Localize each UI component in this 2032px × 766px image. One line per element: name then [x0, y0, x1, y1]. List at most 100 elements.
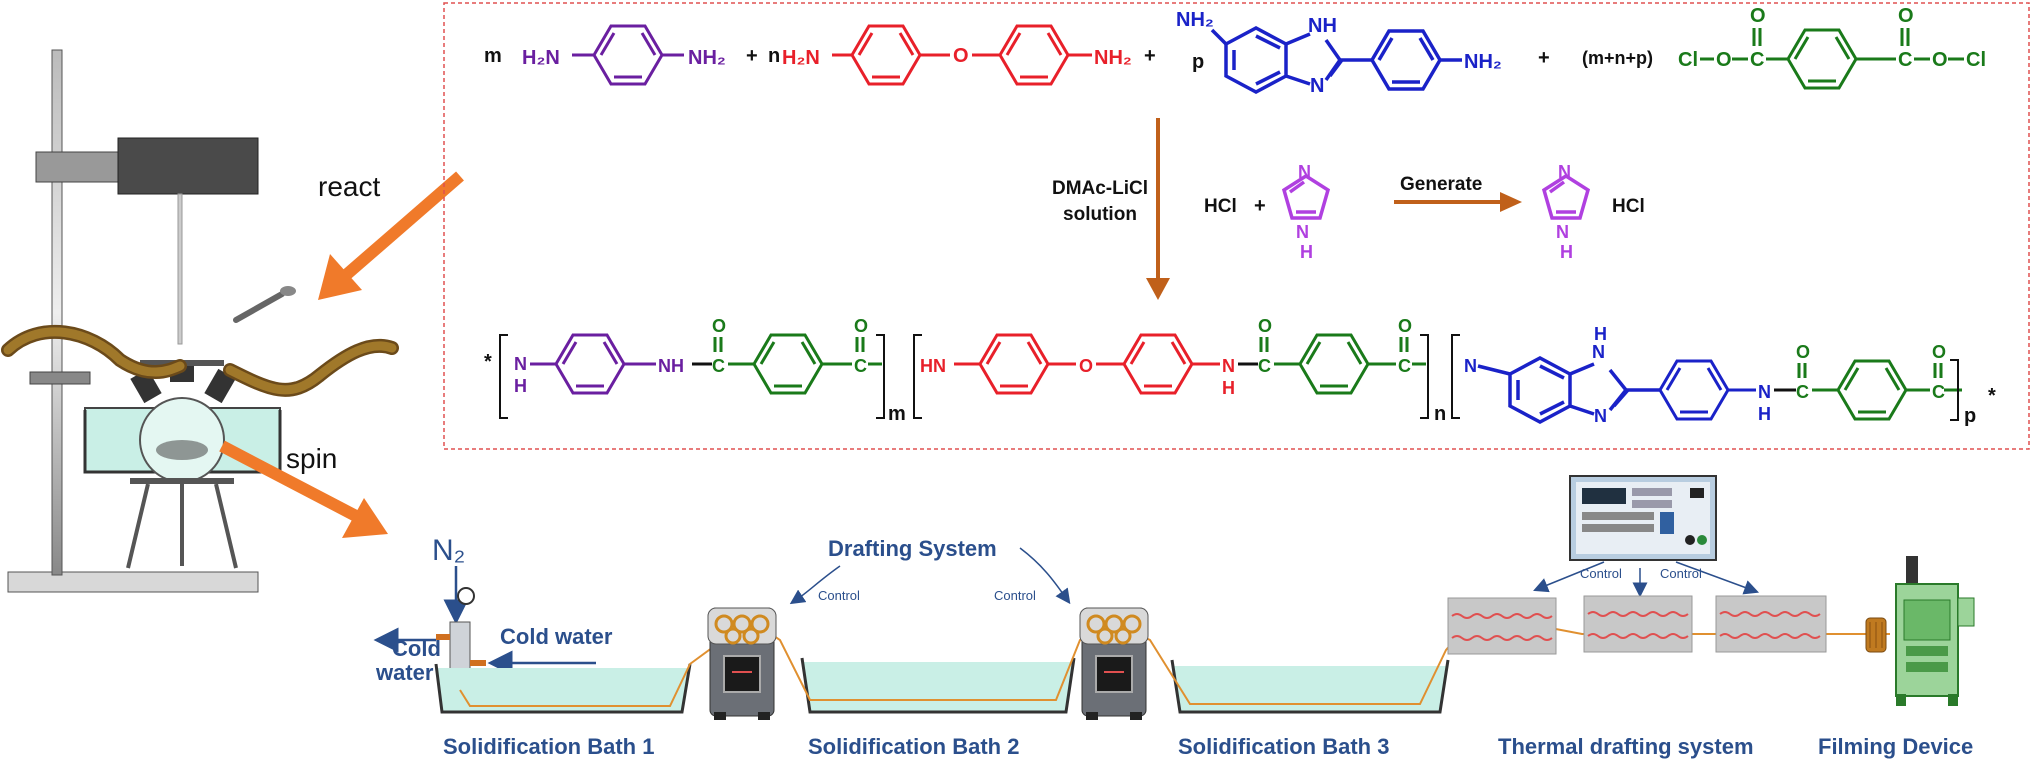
p-c3: C	[1258, 356, 1271, 376]
end-star-right: *	[1988, 385, 1996, 407]
p-c6: C	[1932, 382, 1945, 402]
r4-c-right: C	[1898, 49, 1912, 71]
p-o1: O	[712, 316, 726, 336]
cold-water-out-line2: water	[375, 660, 434, 685]
hcl-right: HCl	[1612, 196, 1645, 217]
bath-1-label: Solidification Bath 1	[443, 734, 654, 759]
r3-amine-right: NH₂	[1464, 51, 1502, 73]
solidification-bath-3	[1170, 659, 1450, 714]
filming-device-label: Filming Device	[1818, 734, 1973, 759]
reaction-scheme-box	[443, 2, 2030, 450]
coef-m: m	[484, 45, 502, 67]
sub-n: n	[1434, 403, 1446, 425]
imid-right-nh: N	[1556, 222, 1569, 242]
p-bzi-n: N	[1594, 406, 1607, 426]
coef-n: n	[768, 45, 780, 67]
react-label: react	[318, 171, 380, 202]
imidazole-right	[1541, 173, 1591, 220]
p-c1: C	[712, 356, 725, 376]
r4-cl-left: Cl	[1678, 49, 1698, 71]
imid-left-nh: N	[1296, 222, 1309, 242]
sub-m: m	[888, 403, 906, 425]
r2-ether-o: O	[953, 45, 969, 67]
plus-hcl: +	[1254, 195, 1266, 217]
drafting-arrow-right	[1019, 547, 1071, 605]
solvent-line1: DMAc-LiCl	[1052, 178, 1148, 199]
reaction-apparatus: react spin	[1, 49, 464, 593]
drafting-arrow-left	[789, 565, 841, 605]
sub-p: p	[1964, 405, 1976, 427]
r4-terephthaloyl-chloride	[1700, 28, 1964, 90]
p-o3: O	[1258, 316, 1272, 336]
p-h2: H	[1222, 378, 1235, 398]
imidazole-left	[1281, 173, 1331, 220]
spin-label: spin	[286, 443, 337, 474]
r3-amine-top: NH₂	[1176, 9, 1214, 31]
plus-2: +	[1144, 45, 1156, 67]
r4-c-left: C	[1750, 49, 1764, 71]
p-c5: C	[1796, 382, 1809, 402]
r4-cl-right: Cl	[1966, 49, 1986, 71]
plus-3: +	[1538, 47, 1550, 69]
bath-2-label: Solidification Bath 2	[808, 734, 1019, 759]
r4-o-right: O	[1932, 49, 1948, 71]
p-n4: N	[1758, 382, 1771, 402]
p-c4: C	[1398, 356, 1411, 376]
control-label-3: Control	[1580, 566, 1622, 581]
tripod-legs	[126, 483, 238, 569]
imid-right-n: N	[1558, 162, 1571, 182]
stand-base	[7, 571, 259, 593]
drafting-roller-1	[707, 607, 777, 720]
drafting-system-label: Drafting System	[828, 536, 997, 561]
solidification-bath-2	[800, 657, 1076, 714]
r4-o-top-right: O	[1898, 5, 1914, 27]
control-label-1: Control	[818, 588, 860, 603]
bath-3-label: Solidification Bath 3	[1178, 734, 1389, 759]
spinneret-body	[449, 621, 471, 673]
solvent-line2: solution	[1063, 204, 1137, 225]
solidification-bath-1	[434, 663, 692, 714]
p-o2: O	[854, 316, 868, 336]
r1-amine-right: NH₂	[688, 47, 726, 69]
n2-label: N₂	[432, 534, 465, 567]
stirrer-shaft	[177, 193, 183, 345]
p-o-ether: O	[1079, 356, 1093, 376]
thermal-arrow-1	[1533, 561, 1605, 593]
coef-p: p	[1192, 51, 1204, 73]
control-label-4: Control	[1660, 566, 1702, 581]
clamp	[35, 151, 127, 183]
p-o6: O	[1932, 342, 1946, 362]
tripod-top	[130, 478, 234, 484]
r3-aminobenzimidazole	[1210, 26, 1462, 94]
p-hn: HN	[920, 356, 946, 376]
r4-o-top-left: O	[1750, 5, 1766, 27]
react-arrow	[334, 171, 464, 287]
r2-diphenyl-ether	[832, 24, 1092, 86]
cold-water-out-line1: Cold	[392, 636, 441, 661]
r2-amine-right: NH₂	[1094, 47, 1132, 69]
p-nh1: NH	[658, 356, 684, 376]
spatula	[233, 291, 285, 323]
control-label-2: Control	[994, 588, 1036, 603]
filming-device	[1865, 556, 1975, 706]
p-bzi-h: H	[1594, 324, 1607, 344]
p-n2: N	[1222, 356, 1235, 376]
spin-arrow	[219, 440, 359, 522]
drafting-roller-2	[1079, 607, 1149, 720]
r1-amine-left: H₂N	[522, 47, 560, 69]
heating-oven-2	[1583, 595, 1693, 653]
cold-water-in-label: Cold water	[500, 624, 613, 649]
polymer-product: * N H NH C O C O m HN	[484, 316, 1996, 427]
thermal-arrow-3	[1675, 561, 1760, 595]
r4-o-left: O	[1716, 49, 1732, 71]
imid-right-h: H	[1560, 242, 1573, 262]
p-bzi-nh: N	[1592, 342, 1605, 362]
p-o4: O	[1398, 316, 1412, 336]
heating-oven-3	[1715, 595, 1827, 653]
r3-nh: NH	[1308, 15, 1337, 37]
stirrer-motor	[117, 137, 259, 195]
p-n1: N	[514, 354, 527, 374]
coef-sum: (m+n+p)	[1582, 48, 1653, 68]
spinneret: N₂ Cold water Cold water	[373, 534, 613, 692]
